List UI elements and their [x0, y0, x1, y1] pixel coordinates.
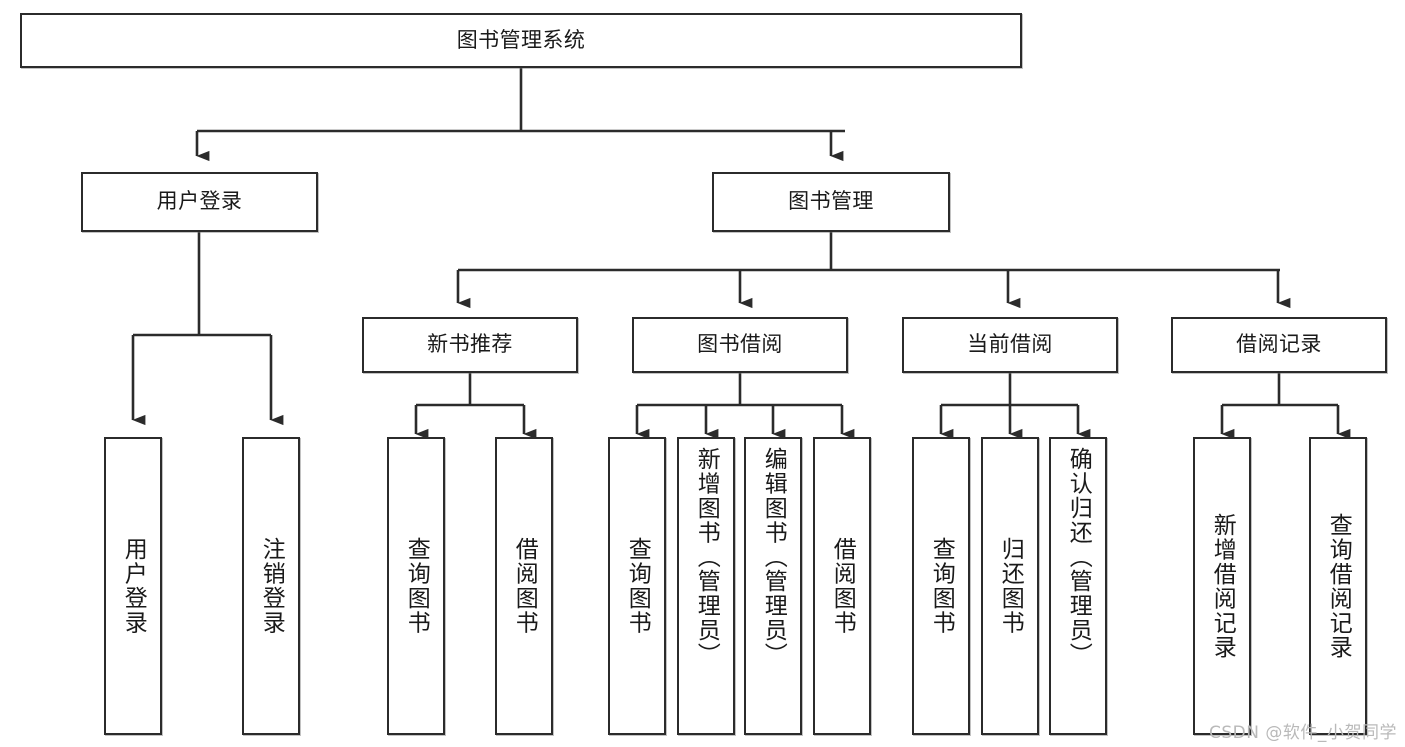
leaf-record-add-borrow-record[interactable]: 新增借阅记录	[1193, 437, 1251, 735]
node-borrow-record[interactable]: 借阅记录	[1171, 317, 1387, 373]
leaf-recommend-query-book[interactable]: 查询图书	[387, 437, 445, 735]
node-label: 用户登录	[156, 189, 243, 214]
node-label: 确认归还（管理员）	[1065, 447, 1092, 667]
node-label: 注销登录	[258, 537, 285, 635]
node-label: 借阅图书	[829, 537, 856, 635]
node-label: 查询图书	[928, 537, 955, 635]
node-label: 新增图书（管理员）	[693, 447, 720, 667]
leaf-record-query-borrow-record[interactable]: 查询借阅记录	[1309, 437, 1367, 735]
node-label: 借阅图书	[511, 537, 538, 635]
node-label: 查询图书	[403, 537, 430, 635]
node-label: 查询图书	[624, 537, 651, 635]
node-label: 借阅记录	[1236, 332, 1322, 357]
node-current-borrow[interactable]: 当前借阅	[902, 317, 1118, 373]
node-label: 图书管理	[788, 189, 874, 214]
leaf-current-query-book[interactable]: 查询图书	[912, 437, 970, 735]
leaf-recommend-borrow-book[interactable]: 借阅图书	[495, 437, 553, 735]
node-user-login[interactable]: 用户登录	[81, 172, 318, 232]
leaf-user-login[interactable]: 用户登录	[104, 437, 162, 735]
node-new-book-recommend[interactable]: 新书推荐	[362, 317, 578, 373]
node-book-management[interactable]: 图书管理	[712, 172, 950, 232]
node-label: 用户登录	[120, 537, 147, 635]
node-label: 编辑图书（管理员）	[760, 447, 787, 667]
node-label: 新书推荐	[427, 332, 513, 357]
leaf-user-logout[interactable]: 注销登录	[242, 437, 300, 735]
leaf-current-confirm-return-admin[interactable]: 确认归还（管理员）	[1049, 437, 1107, 735]
leaf-borrow-borrow-book[interactable]: 借阅图书	[813, 437, 871, 735]
leaf-borrow-edit-book-admin[interactable]: 编辑图书（管理员）	[744, 437, 802, 735]
node-label: 查询借阅记录	[1325, 512, 1352, 660]
node-label: 新增借阅记录	[1209, 512, 1236, 660]
leaf-borrow-add-book-admin[interactable]: 新增图书（管理员）	[677, 437, 735, 735]
node-root-system[interactable]: 图书管理系统	[20, 13, 1022, 68]
node-label: 图书借阅	[697, 332, 783, 357]
watermark-text: CSDN @软件_小贺同学	[1208, 723, 1397, 743]
node-book-borrow[interactable]: 图书借阅	[632, 317, 848, 373]
node-label: 当前借阅	[967, 332, 1053, 357]
node-label: 图书管理系统	[456, 27, 586, 52]
leaf-borrow-query-book[interactable]: 查询图书	[608, 437, 666, 735]
leaf-current-return-book[interactable]: 归还图书	[981, 437, 1039, 735]
node-label: 归还图书	[997, 537, 1024, 635]
